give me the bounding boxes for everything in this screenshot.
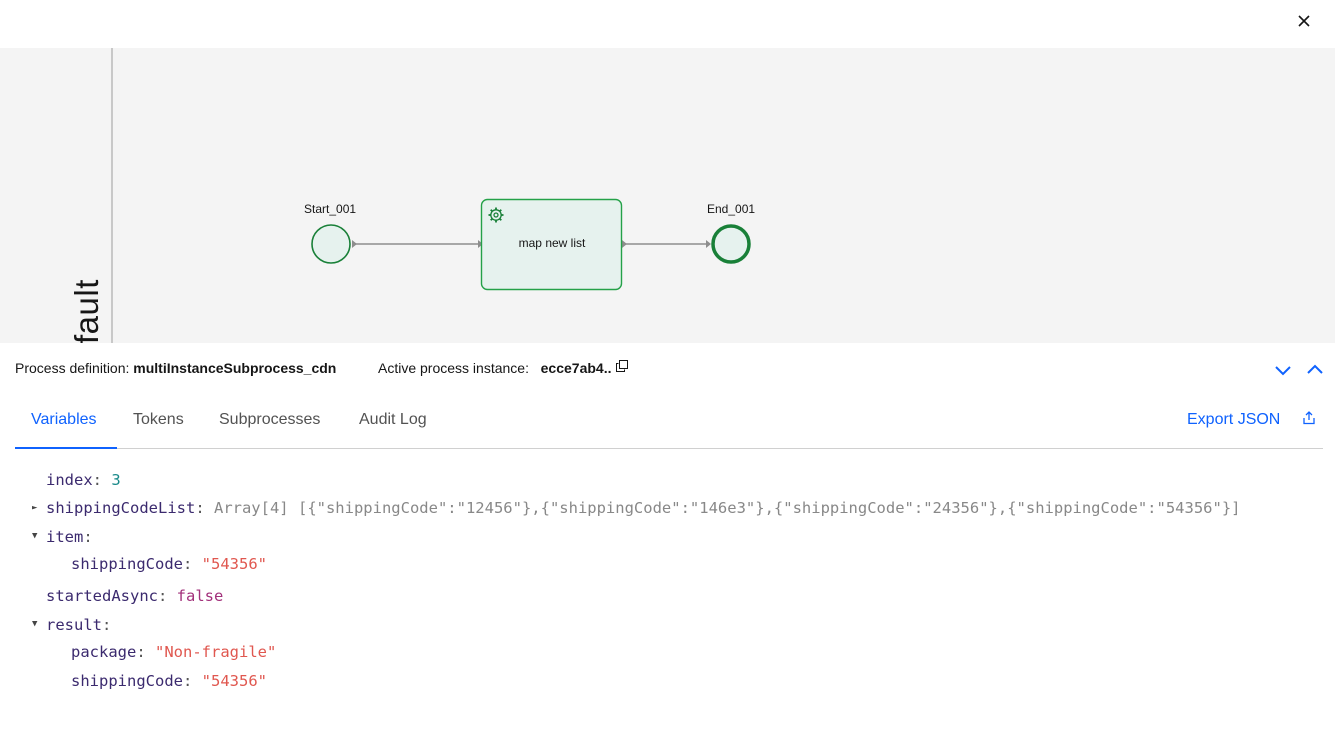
variable-value: "Non-fragile" (155, 643, 277, 661)
lane-divider (111, 48, 113, 343)
variable-value: 3 (111, 471, 121, 489)
copy-icon[interactable] (616, 360, 628, 372)
end-event (711, 224, 751, 264)
start-event-label: Start_001 (304, 202, 357, 216)
sequence-flow-2-start (622, 240, 627, 248)
sequence-flow-2-arrow (706, 240, 711, 248)
end-event-label: End_001 (707, 202, 756, 216)
variable-key: shippingCode (71, 555, 183, 573)
top-bar (0, 0, 1335, 48)
variable-row-startedasync: startedAsync: false (46, 587, 224, 605)
tab-tokens[interactable]: Tokens (133, 411, 184, 428)
variable-row-result-package: package: "Non-fragile" (71, 643, 277, 661)
variable-key: item (46, 528, 84, 546)
collapse-arrow-icon[interactable]: ▼ (32, 619, 38, 629)
process-definition-value: multiInstanceSubprocess_cdn (133, 360, 337, 376)
variable-row-item-shippingcode: shippingCode: "54356" (71, 555, 267, 573)
variable-key: startedAsync (46, 587, 158, 605)
process-diagram-canvas[interactable]: fault Start_001 End_001 map new list (0, 48, 1335, 343)
tab-bar: Variables Tokens Subprocesses Audit Log … (15, 395, 1323, 449)
variable-type: Array[4] (213, 499, 289, 517)
active-instance-value: ecce7ab4.. (540, 360, 612, 376)
variable-value: false (176, 587, 224, 605)
start-event (311, 224, 351, 264)
task-map-new-list (480, 198, 623, 291)
gear-icon (488, 207, 504, 223)
task-label: map new list (518, 236, 586, 250)
collapse-arrow-icon[interactable]: ▼ (32, 531, 38, 541)
process-info-bar: Process definition: multiInstanceSubproc… (0, 343, 1335, 395)
expand-arrow-icon[interactable]: ► (32, 503, 38, 513)
variable-key: shippingCodeList (46, 499, 196, 517)
variable-value: "54356" (201, 672, 267, 690)
sequence-flow-1-arrow (478, 240, 483, 248)
tab-subprocesses[interactable]: Subprocesses (219, 411, 321, 428)
variables-json-viewer: index: 3 ► shippingCodeList: Array[4] [{… (0, 460, 1335, 754)
process-definition: Process definition: multiInstanceSubproc… (15, 360, 336, 376)
chevron-up-icon[interactable] (1305, 360, 1325, 380)
active-instance-label: Active process instance: (378, 360, 529, 376)
variable-key: package (71, 643, 137, 661)
upload-icon[interactable] (1301, 410, 1317, 426)
export-json-button[interactable]: Export JSON (1187, 411, 1281, 428)
variable-preview: [{"shippingCode":"12456"},{"shippingCode… (297, 499, 1241, 517)
variable-key: index (46, 471, 93, 489)
variable-key: result (46, 616, 102, 634)
variable-row-item[interactable]: item: (46, 528, 93, 546)
tab-variables[interactable]: Variables (15, 395, 117, 449)
diagram-shapes (311, 198, 751, 291)
variable-value: "54356" (201, 555, 267, 573)
variable-key: shippingCode (71, 672, 183, 690)
active-instance: Active process instance: ecce7ab4.. (378, 360, 611, 376)
sequence-flow-1-start (352, 240, 357, 248)
process-definition-label: Process definition: (15, 360, 130, 376)
close-icon[interactable] (1294, 11, 1314, 31)
variable-row-shippingcodelist[interactable]: shippingCodeList: Array[4] [{"shippingCo… (46, 499, 1241, 517)
variable-row-result[interactable]: result: (46, 616, 112, 634)
tab-audit-log[interactable]: Audit Log (359, 411, 427, 428)
variable-row-result-shippingcode: shippingCode: "54356" (71, 672, 267, 690)
chevron-down-icon[interactable] (1273, 360, 1293, 380)
variable-row-index: index: 3 (46, 471, 121, 489)
